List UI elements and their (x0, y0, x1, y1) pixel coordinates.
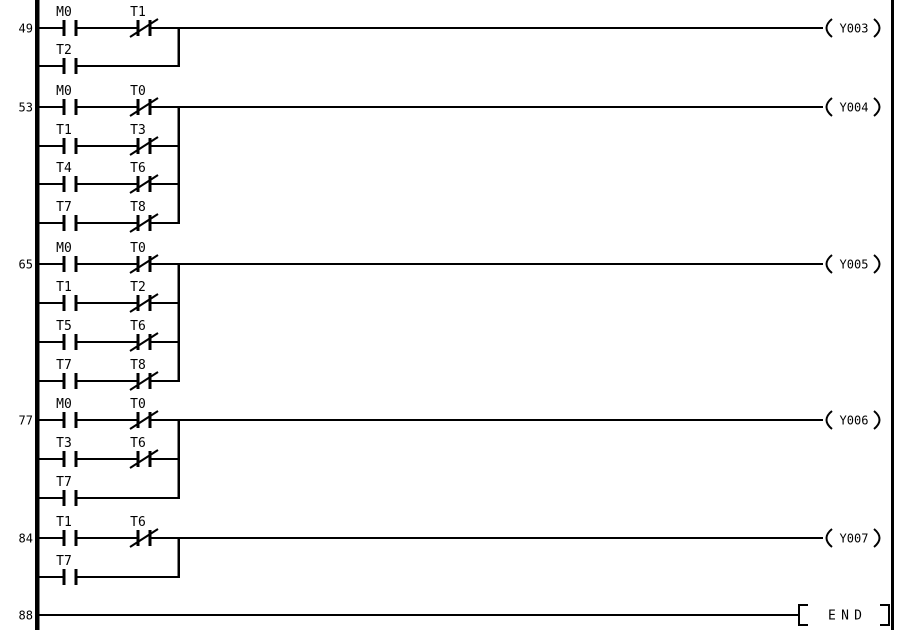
nc-contact-T6[interactable]: T6 (128, 161, 160, 195)
no-contact-M0[interactable]: M0 (56, 5, 78, 38)
device-label: T7 (56, 554, 72, 569)
nc-contact-T0[interactable]: T0 (128, 241, 160, 275)
device-label: T1 (56, 515, 72, 530)
device-label: T1 (56, 123, 72, 138)
no-contact-T1[interactable]: T1 (56, 515, 78, 548)
step-number: 88 (19, 609, 33, 623)
device-label: T2 (56, 43, 72, 58)
device-label: T2 (130, 280, 146, 295)
rung-65: 65 M0 T0 T1 T2 T5 (19, 241, 881, 392)
device-label: T6 (130, 319, 146, 334)
device-label: T1 (130, 5, 146, 20)
device-label: T8 (130, 200, 146, 215)
no-contact-M0[interactable]: M0 (56, 84, 78, 117)
no-contact-icon (62, 18, 78, 38)
coil-label: Y006 (840, 414, 869, 428)
device-label: M0 (56, 397, 72, 412)
device-label: T5 (56, 319, 72, 334)
output-coil-Y007[interactable]: Y007 (825, 528, 881, 548)
nc-contact-T1[interactable]: T1 (128, 5, 160, 39)
end-instruction[interactable]: END (798, 604, 890, 626)
rung-84: 84 T1 T6 T7 Y007 (19, 515, 881, 587)
device-label: T7 (56, 200, 72, 215)
device-label: T6 (130, 515, 146, 530)
no-contact-T3[interactable]: T3 (56, 436, 78, 469)
step-number: 65 (19, 258, 33, 272)
device-label: T8 (130, 358, 146, 373)
coil-label: Y005 (840, 258, 869, 272)
no-contact-icon (62, 567, 78, 587)
coil-label: Y004 (840, 101, 869, 115)
nc-contact-T2[interactable]: T2 (128, 280, 160, 314)
device-label: T0 (130, 84, 146, 99)
no-contact-icon (62, 332, 78, 352)
device-label: M0 (56, 84, 72, 99)
no-contact-icon (62, 213, 78, 233)
no-contact-T4[interactable]: T4 (56, 161, 78, 194)
nc-contact-T6[interactable]: T6 (128, 319, 160, 353)
step-number: 84 (19, 532, 33, 546)
output-coil-Y004[interactable]: Y004 (825, 97, 881, 117)
nc-contact-T0[interactable]: T0 (128, 84, 160, 118)
no-contact-icon (62, 174, 78, 194)
device-label: T6 (130, 161, 146, 176)
step-number: 77 (19, 414, 33, 428)
device-label: T3 (130, 123, 146, 138)
coil-label: Y003 (840, 22, 869, 36)
no-contact-icon (62, 528, 78, 548)
no-contact-T7[interactable]: T7 (56, 475, 78, 508)
no-contact-icon (62, 136, 78, 156)
device-label: M0 (56, 5, 72, 20)
step-number: 53 (19, 101, 33, 115)
no-contact-T1[interactable]: T1 (56, 123, 78, 156)
no-contact-T7[interactable]: T7 (56, 554, 78, 587)
no-contact-icon (62, 488, 78, 508)
device-label: T7 (56, 475, 72, 490)
device-label: T4 (56, 161, 72, 176)
rung-88: 88 END (19, 604, 890, 626)
no-contact-T7[interactable]: T7 (56, 358, 78, 391)
no-contact-M0[interactable]: M0 (56, 397, 78, 430)
nc-contact-T8[interactable]: T8 (128, 200, 160, 234)
no-contact-T5[interactable]: T5 (56, 319, 78, 352)
rung-77: 77 M0 T0 T3 T6 T7 Y006 (19, 397, 881, 508)
nc-contact-T6[interactable]: T6 (128, 515, 160, 549)
no-contact-icon (62, 56, 78, 76)
nc-contact-T3[interactable]: T3 (128, 123, 160, 157)
nc-contact-T6[interactable]: T6 (128, 436, 160, 470)
nc-contact-T0[interactable]: T0 (128, 397, 160, 431)
no-contact-icon (62, 293, 78, 313)
instruction-label: END (828, 609, 862, 624)
no-contact-T2[interactable]: T2 (56, 43, 78, 76)
no-contact-icon (62, 449, 78, 469)
rung-53: 53 M0 T0 T1 T3 T4 (19, 84, 881, 234)
no-contact-icon (62, 410, 78, 430)
device-label: T1 (56, 280, 72, 295)
device-label: T7 (56, 358, 72, 373)
device-label: M0 (56, 241, 72, 256)
open-bracket-icon (798, 604, 808, 626)
no-contact-icon (62, 254, 78, 274)
device-label: T0 (130, 397, 146, 412)
no-contact-icon (62, 371, 78, 391)
close-bracket-icon (880, 604, 890, 626)
coil-label: Y007 (840, 532, 869, 546)
rung-49: 49 M0 T1 T2 Y003 (19, 5, 881, 76)
step-number: 49 (19, 22, 33, 36)
device-label: T3 (56, 436, 72, 451)
no-contact-icon (62, 97, 78, 117)
output-coil-Y005[interactable]: Y005 (825, 254, 881, 274)
nc-contact-T8[interactable]: T8 (128, 358, 160, 392)
no-contact-T1[interactable]: T1 (56, 280, 78, 313)
device-label: T6 (130, 436, 146, 451)
output-coil-Y006[interactable]: Y006 (825, 410, 881, 430)
no-contact-T7[interactable]: T7 (56, 200, 78, 233)
no-contact-M0[interactable]: M0 (56, 241, 78, 274)
device-label: T0 (130, 241, 146, 256)
output-coil-Y003[interactable]: Y003 (825, 18, 881, 38)
